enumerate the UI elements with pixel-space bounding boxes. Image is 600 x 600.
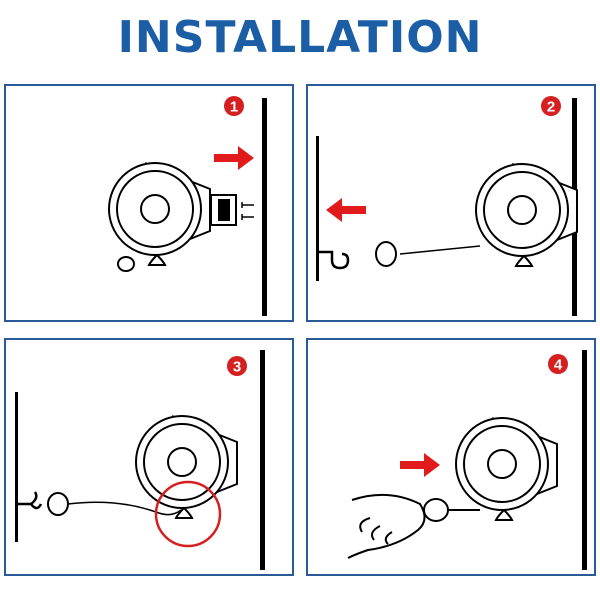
step-1-panel: 1: [4, 84, 294, 322]
step-badge: 4: [548, 354, 568, 374]
highlight-circle: [154, 480, 222, 548]
step-badge: 2: [541, 96, 561, 116]
arrow-left-icon: [326, 198, 366, 222]
wall: [582, 350, 587, 570]
step-badge: 3: [227, 356, 247, 376]
reel-device: [108, 162, 237, 272]
step-number: 1: [230, 99, 238, 116]
step-4-panel: 4: [306, 338, 596, 576]
reel-device: [455, 417, 558, 521]
wall: [260, 350, 265, 570]
line-end-knob: [47, 492, 69, 516]
arrow-right-icon: [214, 146, 254, 170]
line-cord: [399, 245, 481, 255]
line-end-knob: [375, 241, 397, 267]
step-2-panel: 2: [306, 84, 596, 322]
page-title: INSTALLATION: [117, 12, 483, 63]
reel-device: [475, 163, 578, 267]
step-3-panel: 3: [4, 338, 294, 576]
line-end-knob: [423, 498, 449, 522]
arrow-right-icon: [400, 453, 440, 477]
hook-icon: [318, 250, 350, 270]
screw-icon: [241, 202, 254, 220]
hand-icon: [347, 493, 426, 559]
wall: [262, 98, 267, 316]
opposite-wall: [15, 392, 18, 542]
svg-text:3: 3: [233, 359, 241, 376]
hook-icon: [17, 491, 43, 510]
svg-text:4: 4: [554, 357, 563, 374]
opposite-wall: [316, 136, 319, 281]
step-badge: 1: [224, 96, 244, 116]
svg-text:2: 2: [547, 99, 555, 116]
reel-device: [135, 415, 238, 519]
